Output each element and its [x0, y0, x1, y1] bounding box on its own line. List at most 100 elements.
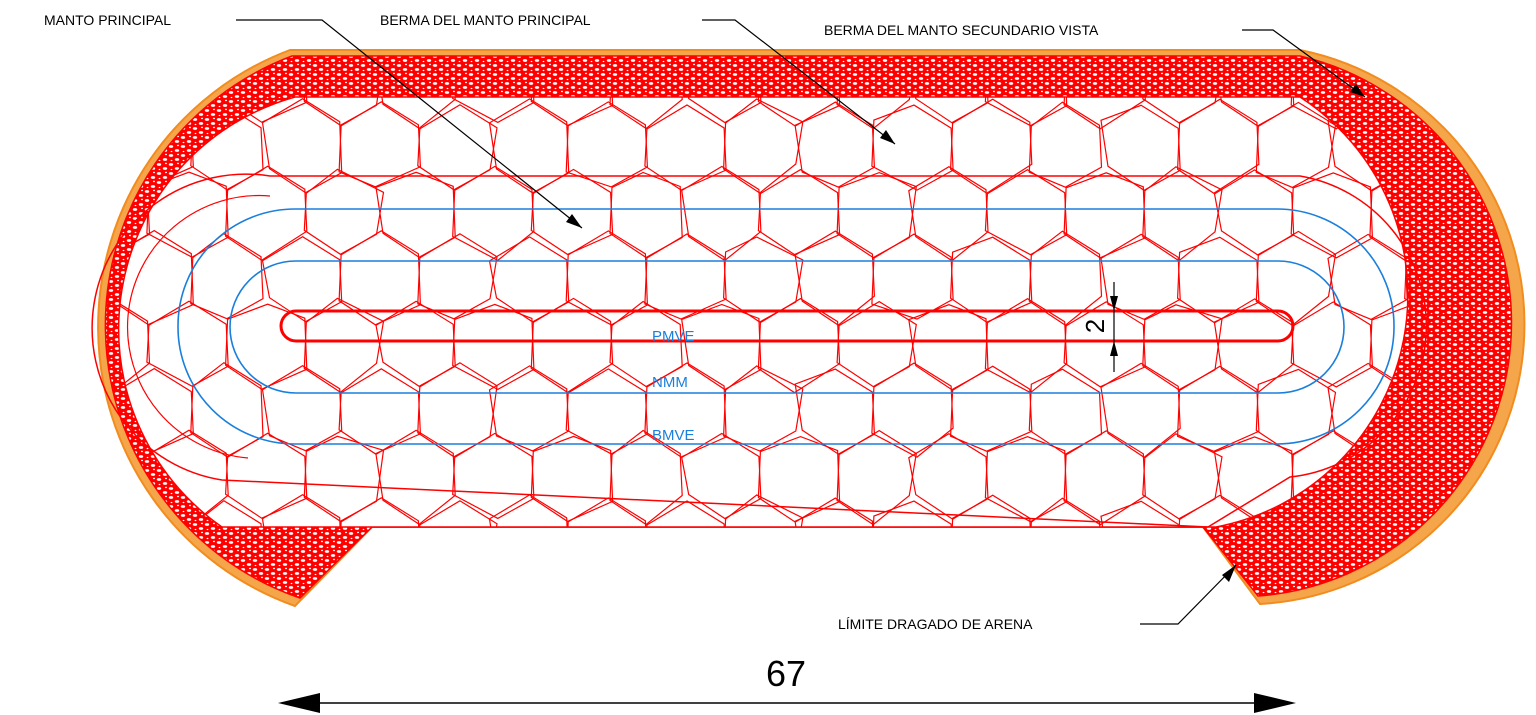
- armour-unit: [261, 364, 343, 452]
- armour-unit: [871, 362, 954, 458]
- armour-unit: [1028, 101, 1103, 188]
- armour-unit: [681, 97, 762, 124]
- armour-unit: [644, 500, 727, 527]
- armour-unit: [1369, 166, 1408, 262]
- armour-unit: [984, 97, 1068, 127]
- armour-unit: [0, 37, 78, 122]
- armour-unit: [794, 230, 876, 326]
- armour-unit: [1255, 101, 1337, 189]
- armour-unit: [1100, 104, 1181, 192]
- armour-unit: [1520, 164, 1536, 258]
- armour-unit: [452, 303, 535, 391]
- armour-unit: [794, 497, 876, 527]
- armour-unit: [530, 97, 614, 127]
- armour-unit: [303, 297, 385, 394]
- armour-unit: [0, 105, 36, 190]
- armour-unit: [0, 172, 1, 257]
- pmve-level-label: PMVE: [652, 328, 695, 345]
- armour-unit: [224, 303, 308, 390]
- armour-unit: [1142, 166, 1223, 262]
- main-armour-berm-inner-edge: [126, 194, 271, 459]
- limite-dragado-leader: [1140, 564, 1237, 625]
- overall-length-value: 67: [766, 653, 806, 694]
- armour-unit: [1369, 304, 1408, 391]
- armour-unit: [0, 433, 78, 518]
- armour-unit: [1449, 32, 1521, 126]
- main-armour-berm-outline: [91, 173, 1428, 528]
- armour-unit: [984, 436, 1068, 523]
- armour-unit: [452, 165, 535, 262]
- armour-unit: [871, 500, 954, 527]
- armour-unit: [0, 234, 36, 319]
- armour-unit: [609, 429, 683, 526]
- armour-unit: [984, 297, 1068, 394]
- armour-unit: [1255, 230, 1337, 327]
- armour-unit: [118, 97, 151, 126]
- armour-unit: [681, 165, 762, 262]
- armour-unit: [0, 363, 36, 457]
- nmm-level-label: NMM: [652, 374, 688, 391]
- bmve-level-label: BMVE: [652, 427, 695, 444]
- armour-unit: [1483, 499, 1536, 584]
- armour-unit: [33, 495, 114, 589]
- armour-unit: [1404, 236, 1408, 324]
- armour-unit: [949, 98, 1033, 194]
- armour-unit: [0, 501, 36, 586]
- armour-unit: [984, 168, 1068, 256]
- armour-unit: [1028, 497, 1103, 527]
- armour-unit: [722, 98, 804, 194]
- armour-unit: [565, 101, 649, 188]
- armour-unit: [1290, 172, 1374, 259]
- armour-unit: [118, 367, 194, 455]
- manto-principal-label: MANTO PRINCIPAL: [44, 12, 171, 28]
- armour-unit: [949, 494, 1033, 527]
- berma-manto-secundario-label: BERMA DEL MANTO SECUNDARIO VISTA: [824, 22, 1099, 38]
- crest-width-value: 2: [1080, 319, 1110, 333]
- armour-unit: [146, 300, 229, 387]
- armour-unit: [681, 432, 762, 520]
- armour-unit: [338, 368, 422, 455]
- armour-unit: [722, 494, 804, 527]
- breakwater-crest: [279, 309, 1295, 343]
- armour-unit: [224, 432, 308, 519]
- berma-manto-principal-label: BERMA DEL MANTO PRINCIPAL: [380, 12, 591, 28]
- armour-unit: [0, 430, 1, 524]
- armour-unit: [0, 304, 78, 389]
- armour-unit: [871, 233, 954, 320]
- armour-unit: [1483, 103, 1536, 188]
- limite-dragado-label: LÍMITE DRAGADO DE ARENA: [838, 616, 1033, 632]
- armour-unit: [1290, 301, 1374, 388]
- armour-unit: [452, 432, 535, 520]
- armour-unit: [836, 429, 917, 526]
- armour-unit: [1100, 233, 1181, 320]
- armour-unit: [417, 500, 498, 527]
- armour-unit: [338, 497, 422, 527]
- armour-unit: [146, 171, 229, 258]
- armour-unit: [1176, 98, 1260, 195]
- armour-unit: [1176, 236, 1260, 323]
- armour-unit: [1520, 35, 1536, 120]
- armour-unit: [261, 493, 343, 527]
- armour-unit: [33, 99, 114, 193]
- armour-unit: [1176, 494, 1260, 527]
- berma-manto-principal-leader: [702, 19, 896, 145]
- nmm-level-line: [229, 260, 1345, 394]
- armour-unit: [190, 499, 264, 527]
- armour-unit: [224, 165, 308, 261]
- armour-unit: [338, 101, 422, 188]
- armour-unit: [1100, 362, 1181, 459]
- armour-unit: [261, 235, 343, 323]
- armour-unit: [530, 168, 614, 256]
- armour-unit: [1100, 500, 1181, 527]
- armour-unit: [0, 301, 1, 386]
- armour-unit: [871, 104, 954, 191]
- armour-unit: [681, 303, 762, 391]
- armour-unit: [530, 297, 614, 394]
- bmve-level-line: [177, 208, 1395, 445]
- crest-width-dimension: 2: [1080, 282, 1118, 372]
- manto-principal-leader: [236, 19, 583, 229]
- armour-unit: [1028, 230, 1103, 326]
- armour-unit: [1520, 431, 1536, 516]
- armour-unit: [0, 166, 78, 260]
